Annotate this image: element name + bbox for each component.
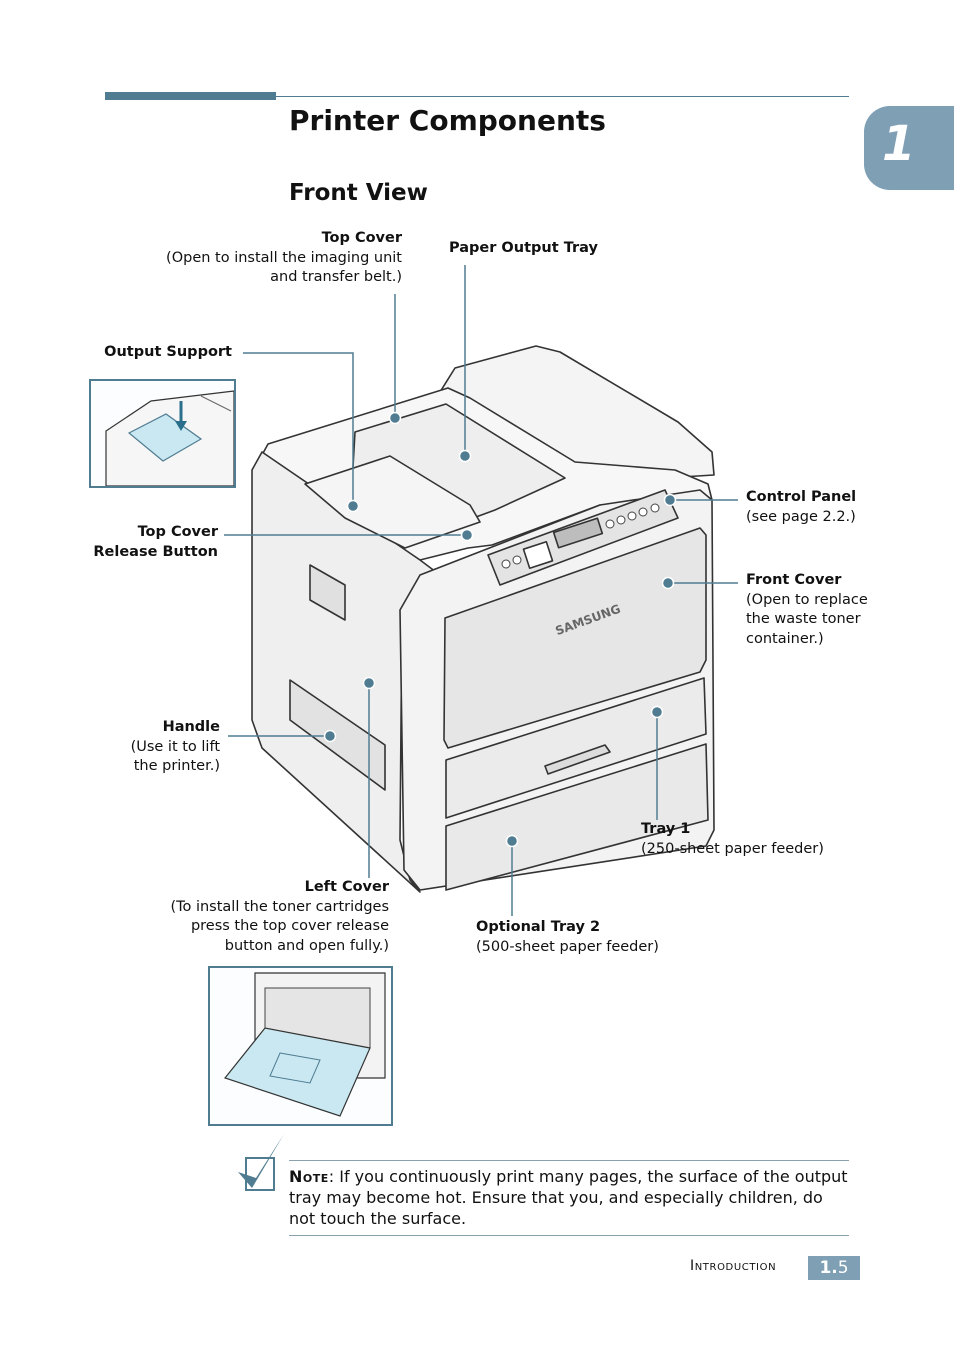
label-top-cover-release: Top Cover Release Button xyxy=(70,523,218,562)
left-cover-inset xyxy=(208,966,393,1126)
label-front-cover: Front Cover (Open to replace the waste t… xyxy=(746,571,946,649)
label-left-cover-desc: (To install the toner cartridges press t… xyxy=(170,898,389,954)
label-top-cover-release-name: Top Cover Release Button xyxy=(93,524,218,560)
label-optional-tray2-desc: (500-sheet paper feeder) xyxy=(476,938,659,955)
label-control-panel-name: Control Panel xyxy=(746,489,857,505)
label-output-support-name: Output Support xyxy=(104,344,232,360)
label-handle: Handle (Use it to lift the printer.) xyxy=(100,718,220,777)
label-handle-name: Handle xyxy=(162,719,220,735)
chapter-tab: 1 xyxy=(864,106,954,190)
note-rule-bottom xyxy=(289,1235,849,1236)
output-support-inset xyxy=(89,379,236,488)
label-paper-output-tray: Paper Output Tray xyxy=(449,239,649,259)
page-number-box: 1.5 xyxy=(808,1256,860,1280)
label-tray1-name: Tray 1 xyxy=(641,821,691,837)
label-top-cover-desc: (Open to install the imaging unit and tr… xyxy=(166,249,402,286)
label-left-cover: Left Cover (To install the toner cartrid… xyxy=(140,878,389,956)
note-heading: Note xyxy=(289,1167,329,1186)
note-block: Note: If you continuously print many pag… xyxy=(289,1166,849,1229)
label-optional-tray2-name: Optional Tray 2 xyxy=(476,919,601,935)
label-control-panel: Control Panel (see page 2.2.) xyxy=(746,488,946,527)
label-control-panel-desc: (see page 2.2.) xyxy=(746,508,856,525)
note-body: : If you continuously print many pages, … xyxy=(289,1167,848,1228)
label-top-cover-name: Top Cover xyxy=(321,230,402,246)
label-handle-desc: (Use it to lift the printer.) xyxy=(130,738,220,775)
output-support-inset-drawing xyxy=(105,390,234,486)
header-rule-thick xyxy=(105,92,276,100)
section-title: Front View xyxy=(289,180,428,206)
label-tray1-desc: (250-sheet paper feeder) xyxy=(641,840,824,857)
label-paper-output-tray-name: Paper Output Tray xyxy=(449,240,598,256)
label-output-support: Output Support xyxy=(80,343,232,363)
footer-section-label: Introduction xyxy=(690,1258,777,1274)
label-optional-tray2: Optional Tray 2 (500-sheet paper feeder) xyxy=(476,918,706,957)
label-front-cover-desc: (Open to replace the waste toner contain… xyxy=(746,591,868,647)
chapter-number: 1 xyxy=(882,116,916,172)
label-top-cover: Top Cover (Open to install the imaging u… xyxy=(150,229,402,288)
left-cover-inset-drawing xyxy=(223,972,386,1117)
label-front-cover-name: Front Cover xyxy=(746,572,842,588)
label-tray1: Tray 1 (250-sheet paper feeder) xyxy=(641,820,871,859)
page-number-page: 5 xyxy=(837,1258,849,1278)
note-rule-top xyxy=(289,1160,849,1161)
page-title: Printer Components xyxy=(289,104,606,137)
label-left-cover-name: Left Cover xyxy=(304,879,389,895)
page-number-chapter: 1. xyxy=(819,1258,838,1278)
header-rule-thin xyxy=(105,96,849,97)
